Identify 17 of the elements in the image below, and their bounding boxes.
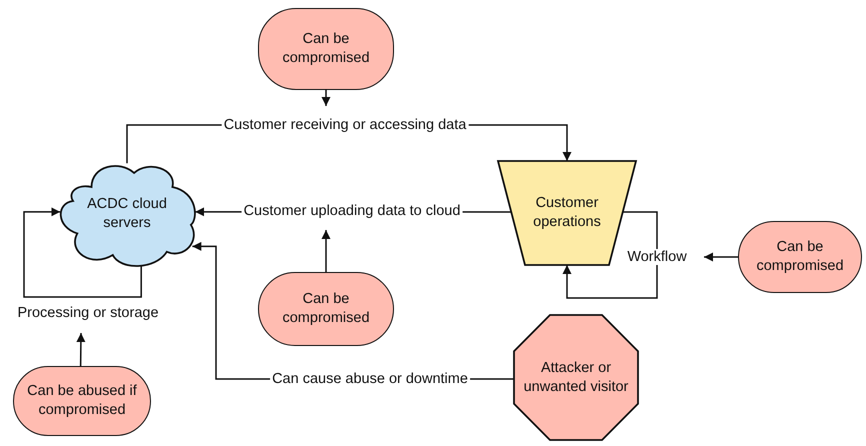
node-label: Can be compromised (755, 238, 845, 276)
arrow (76, 333, 86, 366)
arrow (322, 230, 330, 272)
node-label: Customer operations (532, 194, 602, 232)
arrow (562, 211, 658, 299)
node-label: Can be abused if compromised (26, 382, 138, 420)
node-label: Can be compromised (281, 30, 371, 68)
edge-label: Workflow (625, 249, 689, 265)
edge-label: Customer receiving or accessing data (222, 117, 468, 133)
octagon-shape (514, 315, 638, 440)
arrow (23, 207, 142, 298)
node-label: ACDC cloud servers (86, 195, 168, 233)
arrow (322, 90, 330, 106)
node-label: Attacker or unwanted visitor (522, 358, 630, 396)
edge-label: Customer uploading data to cloud (242, 203, 462, 219)
arrow (704, 252, 738, 262)
node-label: Can be compromised (281, 290, 371, 328)
